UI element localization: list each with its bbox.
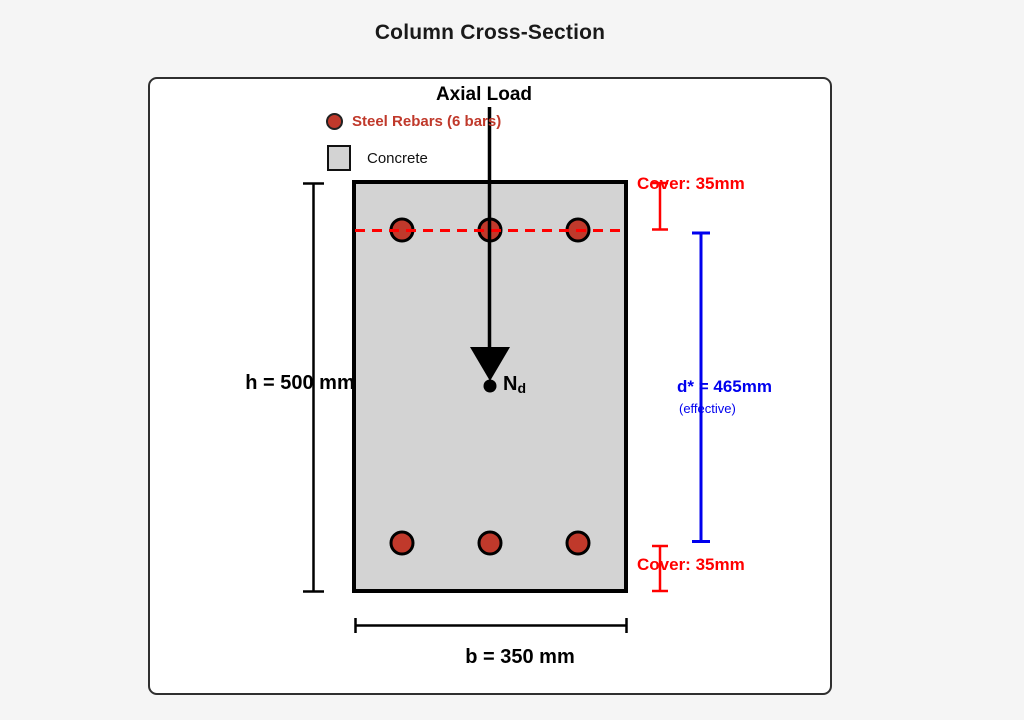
effective-depth-dimension-line [692, 231, 710, 543]
load-symbol-label: Nd [503, 373, 526, 396]
height-dimension-line [303, 182, 324, 593]
height-dimension-label: h = 500 mm [245, 372, 355, 394]
cover-top-dimension-line [652, 181, 668, 231]
load-point-dot [483, 379, 497, 393]
cover-bottom-label: Cover: 35mm [637, 555, 745, 574]
page-title: Column Cross-Section [374, 21, 606, 44]
rebar-legend-icon [326, 113, 343, 130]
cover-top-label: Cover: 35mm [637, 174, 745, 193]
load-symbol-subscript: d [517, 380, 527, 396]
cover-bottom-dimension-line [652, 544, 668, 593]
axial-load-arrow [470, 107, 510, 393]
arrowhead-icon [470, 347, 510, 381]
rebar-circle [389, 530, 415, 556]
effective-depth-note: (effective) [679, 401, 736, 416]
effective-depth-label: d* = 465mm [677, 377, 772, 396]
load-symbol-main: N [503, 373, 518, 395]
legend-concrete-label: Concrete [367, 150, 428, 167]
rebar-circle [477, 530, 503, 556]
rebar-circle [565, 530, 591, 556]
legend-rebar-label: Steel Rebars (6 bars) [352, 113, 502, 130]
width-dimension-label: b = 350 mm [465, 646, 575, 668]
axial-load-label: Axial Load [435, 84, 533, 105]
concrete-legend-icon [327, 145, 351, 171]
width-dimension-line [354, 618, 628, 633]
